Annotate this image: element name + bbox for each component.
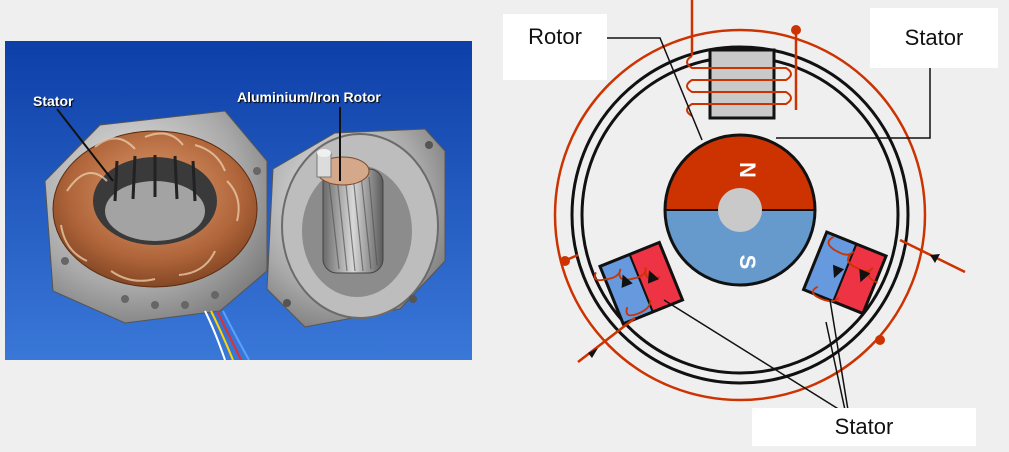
rotor-shaft [718,188,762,232]
stator-bottom-callout: Stator [752,408,976,446]
stator-top-callout: Stator [870,8,998,68]
pole-north-label: N [735,162,760,178]
pole-south-label: S [735,255,760,270]
rotor-callout: Rotor [503,14,607,80]
stator-pole-top [710,50,774,118]
stator-pole-right [803,232,888,316]
